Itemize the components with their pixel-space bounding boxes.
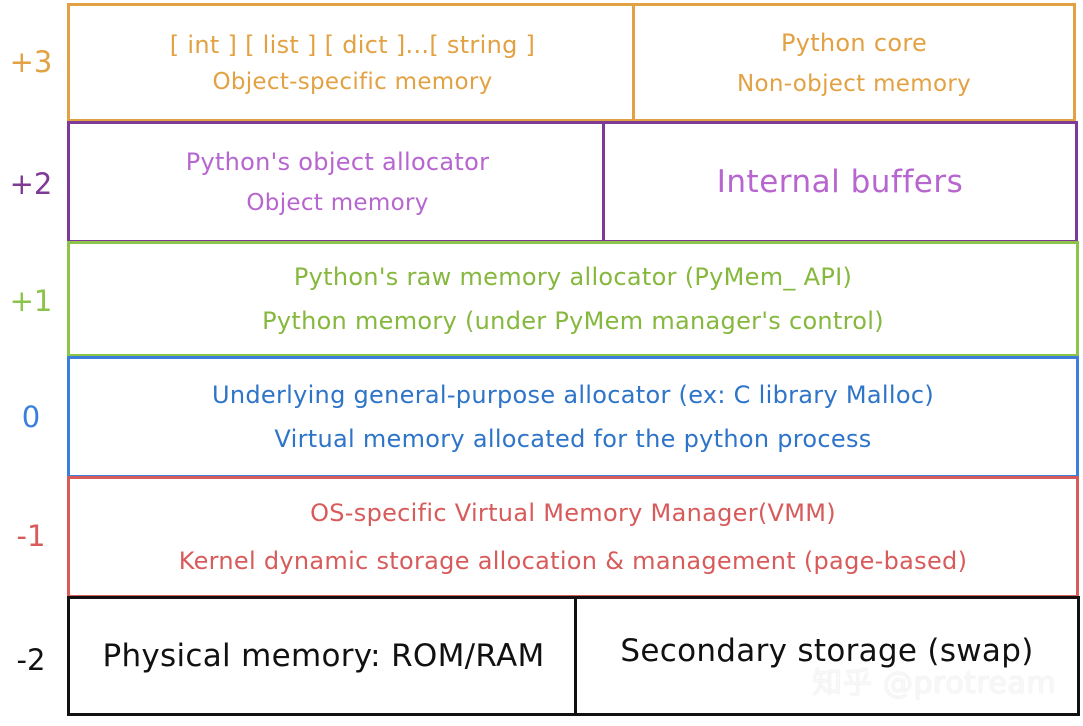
- level-minus1-vmm-box: OS-specific Virtual Memory Manager(VMM) …: [67, 476, 1079, 598]
- level3-object-specific-box: [ int ] [ list ] [ dict ]...[ string ] O…: [67, 3, 635, 122]
- level-label-0: 0: [21, 400, 41, 434]
- level2-right-line1: Internal buffers: [716, 164, 964, 200]
- level0-general-allocator-box: Underlying general-purpose allocator (ex…: [67, 356, 1079, 478]
- level-label-plus3: +3: [9, 45, 53, 79]
- level1-line1: Python's raw memory allocator (PyMem_ AP…: [293, 263, 853, 291]
- level-minus1-line1: OS-specific Virtual Memory Manager(VMM): [310, 499, 836, 527]
- level-label-minus1: -1: [16, 519, 46, 553]
- level3-left-line2: Object-specific memory: [212, 68, 493, 95]
- level3-right-line2: Non-object memory: [737, 70, 971, 97]
- level2-internal-buffers-box: Internal buffers: [602, 121, 1078, 243]
- watermark: 知乎 @protream: [812, 666, 1057, 701]
- level1-line2: Python memory (under PyMem manager's con…: [262, 307, 884, 335]
- level-minus2-physical-memory-box: Physical memory: ROM/RAM: [67, 596, 577, 716]
- level-minus2-secondary-storage-box: Secondary storage (swap): [574, 596, 1080, 716]
- level-label-minus2: -2: [16, 643, 46, 677]
- level3-left-line1: [ int ] [ list ] [ dict ]...[ string ]: [169, 30, 536, 59]
- level-minus2-left-line1: Physical memory: ROM/RAM: [102, 638, 545, 674]
- level2-left-line2: Object memory: [246, 190, 429, 216]
- level-minus2-right-line1: Secondary storage (swap): [620, 633, 1034, 669]
- level0-line2: Virtual memory allocated for the python …: [274, 425, 872, 453]
- level-label-plus1: +1: [9, 284, 53, 318]
- level-label-plus2: +2: [9, 167, 53, 201]
- level0-line1: Underlying general-purpose allocator (ex…: [211, 381, 935, 409]
- level2-object-allocator-box: Python's object allocator Object memory: [67, 121, 605, 243]
- level3-python-core-box: Python core Non-object memory: [632, 3, 1076, 122]
- level2-left-line1: Python's object allocator: [185, 148, 490, 176]
- level-minus1-line2: Kernel dynamic storage allocation & mana…: [178, 547, 968, 575]
- level1-raw-allocator-box: Python's raw memory allocator (PyMem_ AP…: [67, 241, 1079, 357]
- level3-right-line1: Python core: [780, 28, 928, 57]
